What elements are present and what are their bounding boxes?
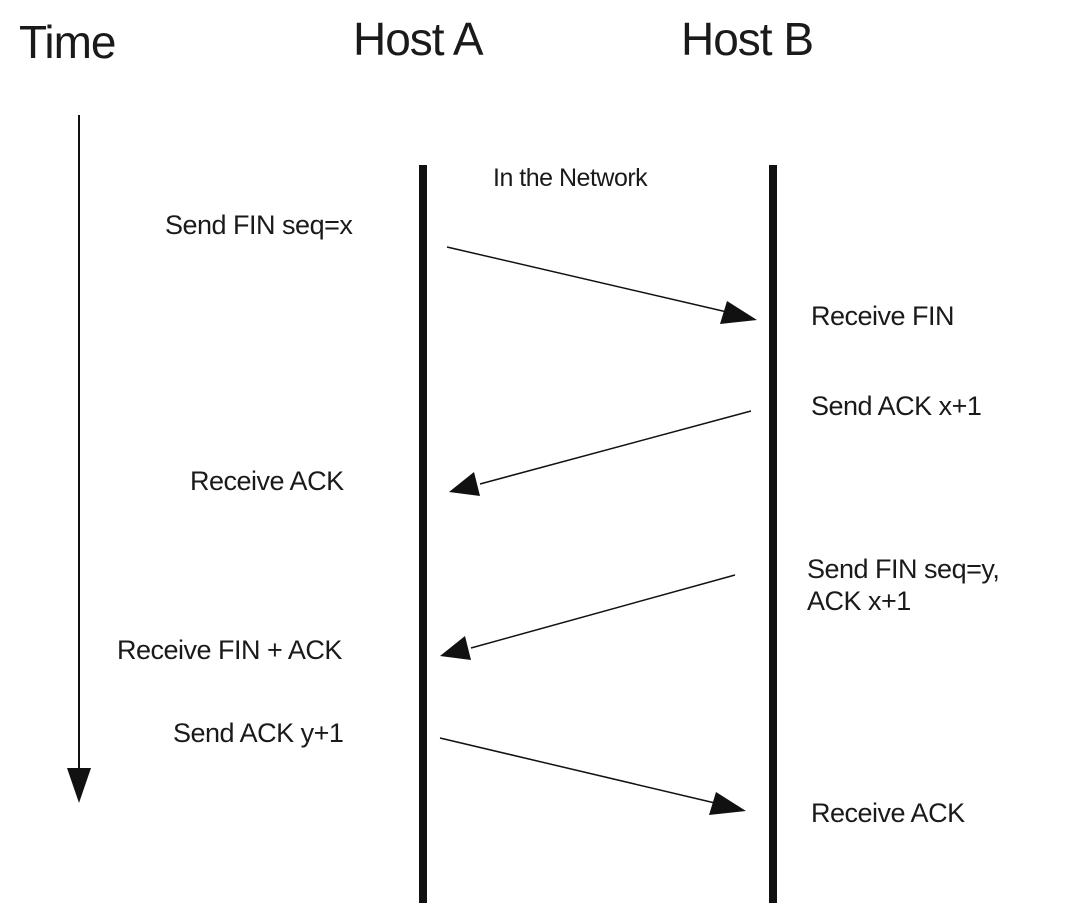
host-b-receive-ack-label: Receive ACK bbox=[811, 798, 965, 828]
host-a-header: Host A bbox=[353, 13, 484, 65]
host-b-send-fin-line1: Send FIN seq=y, bbox=[807, 554, 1000, 584]
host-a-receive-fin-ack-label: Receive FIN + ACK bbox=[117, 635, 342, 665]
message-arrowhead-ack-x1 bbox=[449, 472, 480, 496]
host-b-send-fin-label: Send FIN seq=y, ACK x+1 bbox=[807, 553, 1000, 617]
network-label: In the Network bbox=[493, 164, 648, 192]
message-arrow-fin-y bbox=[470, 574, 736, 649]
host-b-header: Host B bbox=[681, 13, 814, 65]
message-arrowhead-fin-y bbox=[440, 636, 471, 660]
host-a-receive-ack-label: Receive ACK bbox=[190, 466, 344, 496]
message-arrowhead-ack-y1 bbox=[709, 792, 746, 815]
host-b-receive-fin-label: Receive FIN bbox=[811, 301, 955, 331]
message-arrow-fin-x bbox=[446, 246, 728, 313]
time-axis-arrowhead bbox=[67, 768, 91, 803]
host-b-send-ack-label: Send ACK x+1 bbox=[811, 391, 982, 421]
time-header: Time bbox=[19, 16, 117, 68]
host-b-send-fin-line2: ACK x+1 bbox=[807, 586, 911, 616]
host-a-send-ack-label: Send ACK y+1 bbox=[173, 718, 344, 748]
message-arrowhead-fin-x bbox=[720, 301, 757, 324]
message-arrow-ack-x1 bbox=[479, 410, 752, 485]
message-arrow-ack-y1 bbox=[439, 737, 716, 804]
host-a-send-fin-label: Send FIN seq=x bbox=[165, 210, 353, 240]
